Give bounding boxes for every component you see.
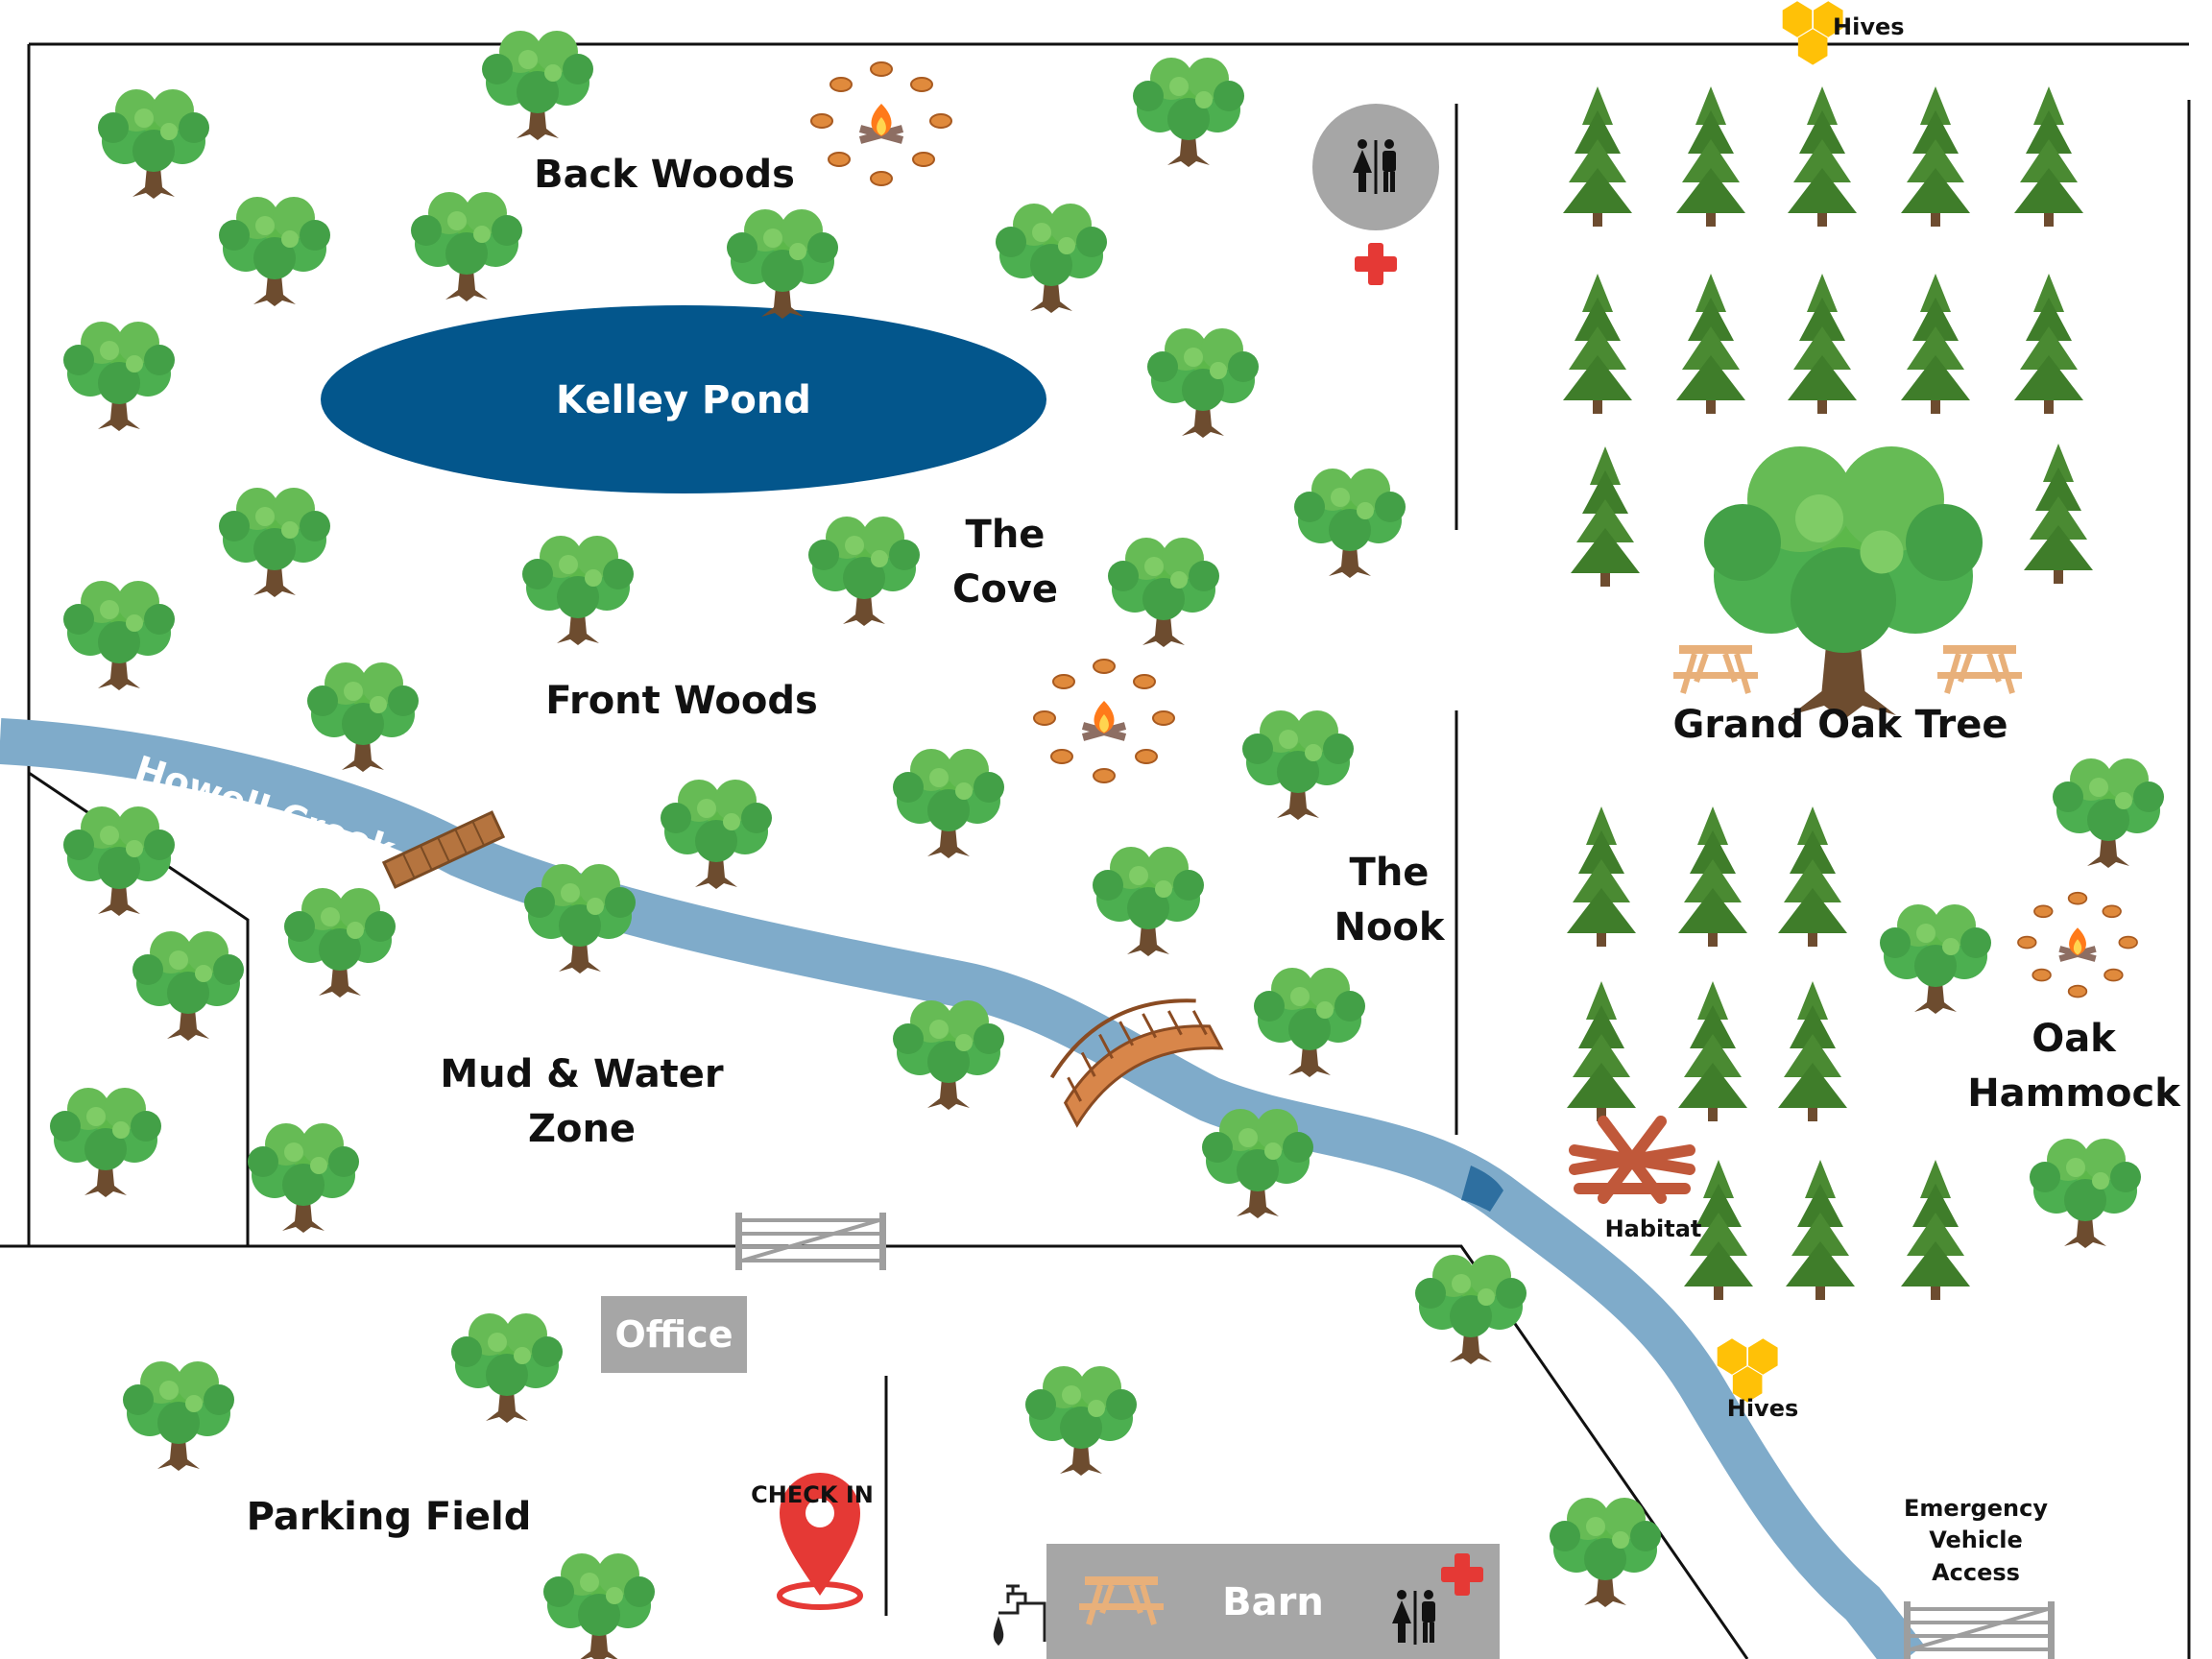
label-the-cove-2: Cove	[952, 567, 1058, 612]
arched-bridge-icon	[1049, 998, 1224, 1128]
campfire-icon	[2018, 893, 2137, 998]
deciduous-tree-icon	[307, 662, 419, 772]
gate-icon	[733, 1211, 888, 1272]
deciduous-tree-icon	[1025, 1366, 1137, 1476]
label-office: Office	[615, 1313, 733, 1356]
creek-crossing-marker	[1461, 1166, 1503, 1212]
picnic-table-icon	[1937, 645, 2022, 693]
deciduous-tree-icon	[1133, 58, 1244, 167]
deciduous-tree-icon	[63, 581, 175, 690]
label-mud-water-1: Mud & Water	[440, 1052, 724, 1096]
deciduous-tree-icon	[1242, 710, 1354, 820]
deciduous-tree-icon	[727, 209, 838, 319]
campfire-icon	[811, 62, 951, 185]
campfire-icon	[1034, 660, 1174, 782]
kelley-pond	[321, 305, 1046, 493]
label-oak-hammock-2: Hammock	[1967, 1071, 2181, 1116]
first-aid-icon	[1355, 243, 1397, 285]
deciduous-tree-icon	[219, 197, 330, 306]
deciduous-tree-icon	[1550, 1498, 1661, 1607]
label-hives-top: Hives	[1833, 13, 1905, 40]
label-oak-hammock-1: Oak	[2032, 1017, 2117, 1061]
label-grand-oak: Grand Oak Tree	[1673, 703, 2008, 747]
deciduous-tree-icon	[2053, 758, 2164, 868]
deciduous-tree-icon	[543, 1553, 655, 1659]
deciduous-tree-icon	[1093, 847, 1204, 956]
label-the-nook-2: Nook	[1334, 905, 1445, 950]
label-check-in: CHECK IN	[751, 1481, 874, 1508]
label-habitat: Habitat	[1605, 1215, 1702, 1242]
restroom-icon	[1312, 104, 1439, 230]
label-emergency-3: Access	[1932, 1559, 2020, 1586]
log-habitat-icon	[1569, 1116, 1695, 1204]
label-emergency-2: Vehicle	[1929, 1527, 2023, 1553]
deciduous-tree-icon	[132, 931, 244, 1041]
deciduous-tree-icon	[808, 517, 920, 626]
label-the-nook-1: The	[1350, 851, 1430, 895]
label-emergency-1: Emergency	[1904, 1495, 2048, 1522]
deciduous-tree-icon	[893, 749, 1004, 858]
bridge-icon	[381, 810, 506, 889]
label-kelley-pond: Kelley Pond	[556, 378, 811, 422]
emergency-gate-icon	[1902, 1599, 2056, 1659]
label-hives-bottom: Hives	[1727, 1395, 1799, 1422]
label-the-cove-1: The	[966, 513, 1046, 557]
deciduous-tree-icon	[1880, 904, 1991, 1014]
deciduous-tree-icon	[123, 1361, 234, 1471]
deciduous-tree-icon	[219, 488, 330, 597]
label-barn: Barn	[1222, 1580, 1324, 1624]
label-front-woods: Front Woods	[545, 679, 818, 723]
deciduous-tree-icon	[63, 806, 175, 916]
deciduous-tree-icon	[661, 780, 772, 889]
picnic-table-icon	[1673, 645, 1758, 693]
deciduous-tree-icon	[98, 89, 209, 199]
deciduous-tree-icon	[1294, 469, 1406, 578]
location-pin-icon	[777, 1473, 863, 1610]
office-building	[601, 1296, 747, 1373]
deciduous-tree-icon	[50, 1088, 161, 1197]
deciduous-tree-icon	[63, 322, 175, 431]
deciduous-tree-icon	[1254, 968, 1365, 1077]
deciduous-tree-icon	[482, 31, 593, 140]
deciduous-tree-icon	[522, 536, 634, 645]
deciduous-tree-icon	[248, 1123, 359, 1233]
deciduous-tree-icon	[411, 192, 522, 301]
label-back-woods: Back Woods	[534, 153, 795, 197]
label-parking-field: Parking Field	[247, 1495, 532, 1539]
deciduous-tree-icon	[893, 1000, 1004, 1110]
deciduous-tree-icon	[451, 1313, 563, 1423]
deciduous-tree-icon	[1147, 328, 1259, 438]
deciduous-tree-icon	[996, 204, 1107, 313]
deciduous-tree-icon	[1108, 538, 1219, 647]
water-spigot-icon	[993, 1584, 1046, 1647]
label-mud-water-2: Zone	[528, 1107, 636, 1151]
deciduous-tree-icon	[1415, 1255, 1527, 1364]
deciduous-tree-icon	[284, 888, 396, 998]
property-boundary	[0, 42, 2191, 1659]
deciduous-tree-icon	[2030, 1139, 2141, 1248]
